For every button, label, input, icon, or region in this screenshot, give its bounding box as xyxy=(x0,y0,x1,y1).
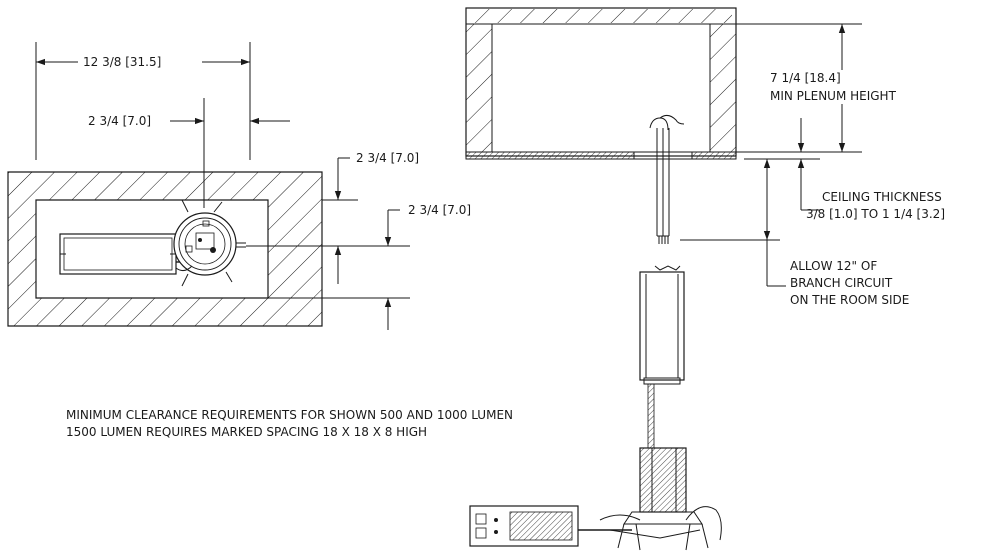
ceiling-thickness-range: 3/8 [1.0] TO 1 1/4 [3.2] xyxy=(806,207,945,221)
offset-x-label: 2 3/4 [7.0] xyxy=(88,114,151,128)
branch-line3: ON THE ROOM SIDE xyxy=(790,293,909,307)
branch-line2: BRANCH CIRCUIT xyxy=(790,276,893,290)
note-line-1: MINIMUM CLEARANCE REQUIREMENTS FOR SHOWN… xyxy=(66,408,513,422)
plenum-height-label: 7 1/4 [18.4] xyxy=(770,71,841,85)
top-view: 12 3/8 [31.5] 2 3/4 [7.0] 2 3/4 [7.0] 2 … xyxy=(7,42,471,330)
ceiling-left xyxy=(465,151,635,160)
section-view: 7 1/4 [18.4] MIN PLENUM HEIGHT CEILING T… xyxy=(465,7,945,551)
branch-circuit-cable xyxy=(649,114,685,244)
flex-conduit xyxy=(647,383,655,449)
overall-width-label: 12 3/8 [31.5] xyxy=(83,55,161,69)
offset-y-top-label: 2 3/4 [7.0] xyxy=(356,151,419,165)
branch-line1: ALLOW 12" OF xyxy=(790,259,877,273)
fixture-top-view xyxy=(173,199,246,287)
fixture-housing xyxy=(599,447,722,551)
plenum-right-wall xyxy=(709,23,737,153)
ceiling-thickness-title: CEILING THICKNESS xyxy=(822,190,942,204)
offset-y-bottom-label: 2 3/4 [7.0] xyxy=(408,203,471,217)
junction-box xyxy=(639,265,685,385)
top-view-hatched-frame xyxy=(7,171,323,327)
driver-box xyxy=(59,233,177,275)
remote-driver xyxy=(469,505,632,547)
ceiling-right xyxy=(691,151,737,160)
min-plenum-label: MIN PLENUM HEIGHT xyxy=(770,89,897,103)
plenum-left-wall xyxy=(465,23,493,153)
note-line-2: 1500 LUMEN REQUIRES MARKED SPACING 18 X … xyxy=(66,425,427,439)
